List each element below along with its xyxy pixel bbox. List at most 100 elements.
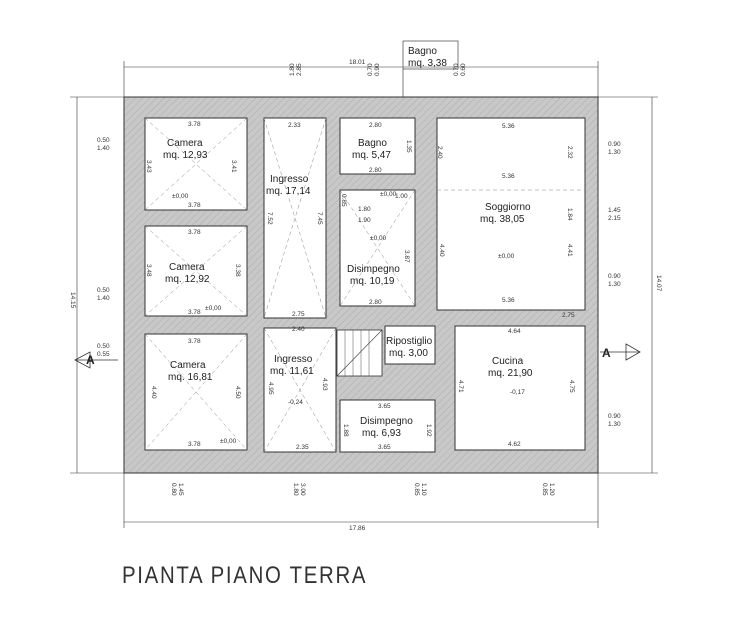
overall-width: 18.01 — [349, 59, 366, 66]
side-dim: 0.90 — [608, 141, 621, 148]
dim-label: 3.78 — [188, 229, 201, 236]
dim-label: 1.90 — [358, 217, 371, 224]
side-dim: 1.30 — [608, 421, 621, 428]
dim-label: 3.43 — [145, 160, 152, 173]
dim-label: 2.33 — [288, 122, 301, 129]
label-ingresso-1-name: Ingresso — [270, 174, 309, 185]
section-mark-left: A — [86, 353, 95, 367]
label-disimpegno-2-area: mq. 6,93 — [362, 428, 401, 439]
dim-label: 4.71 — [457, 380, 464, 393]
label-bagno-area: mq. 5,47 — [352, 150, 391, 161]
side-dim: 0.55 — [97, 351, 110, 358]
level-marker: ±0,00 — [205, 305, 222, 312]
label-cucina-area: mq. 21,90 — [488, 368, 533, 379]
label-ripostiglio-name: Ripostiglio — [386, 336, 433, 347]
dim-label: 1.92 — [425, 424, 432, 437]
dim-label: 2.35 — [296, 444, 309, 451]
dim-label: 1.80 — [358, 206, 371, 213]
label-soggiorno-area: mq. 38,05 — [480, 214, 525, 225]
top-dim: 0.70 — [453, 63, 460, 76]
section-mark-right: A — [602, 346, 611, 360]
dim-label: 3.78 — [188, 338, 201, 345]
dim-label: 4.62 — [508, 441, 521, 448]
level-marker: ±0,00 — [370, 235, 387, 242]
label-cucina-name: Cucina — [492, 356, 524, 367]
side-dim: 2.15 — [608, 215, 621, 222]
dim-label: 3.87 — [403, 250, 410, 263]
dim-label: 2.40 — [436, 146, 443, 159]
dim-label: 3.78 — [188, 121, 201, 128]
dim-label: 1.88 — [342, 424, 349, 437]
bottom-dim: 1.45 — [177, 483, 184, 496]
level-marker: ±0,00 — [380, 191, 397, 198]
level-marker: ±0,00 — [172, 193, 189, 200]
bottom-dim: 0.85 — [541, 483, 548, 496]
dim-label: 4.64 — [508, 328, 521, 335]
callout-area: mq. 3,38 — [408, 58, 447, 69]
level-markers: ±0,00 ±0,00 ±0,00 ±0,00 ±0,00 -0,24 ±0,0… — [172, 191, 525, 445]
dim-label: 1.84 — [566, 208, 573, 221]
top-dim: 2.85 — [296, 63, 303, 76]
label-camera-2-name: Camera — [169, 262, 205, 273]
inner-dimensions: 3.78 3.41 3.43 3.78 2.33 2.80 1.35 2.80 … — [145, 121, 575, 451]
side-dim: 0.90 — [608, 413, 621, 420]
dim-label: 7.45 — [316, 212, 323, 225]
side-dim: 0.50 — [97, 137, 110, 144]
dim-label: 4.93 — [321, 378, 328, 391]
room-disimpegno-2 — [339, 399, 436, 453]
dim-label: 3.78 — [188, 441, 201, 448]
level-marker: ±0,00 — [498, 253, 515, 260]
staircase — [336, 329, 383, 377]
dim-label: 4.40 — [438, 244, 445, 257]
dim-label: 4.95 — [267, 382, 274, 395]
section-marks: A A — [74, 343, 641, 369]
dim-label: 5.36 — [502, 173, 515, 180]
dim-label: 3.65 — [378, 444, 391, 451]
dim-label: 3.65 — [378, 403, 391, 410]
overall-height-left: 14.15 — [69, 292, 76, 309]
room-ripostiglio — [384, 325, 436, 365]
bottom-dim: 3.00 — [299, 483, 306, 496]
label-soggiorno-name: Soggiorno — [485, 202, 531, 213]
side-dim: 1.40 — [97, 145, 110, 152]
side-dimensions-right: 0.90 1.30 1.45 2.15 0.90 1.30 0.90 1.30 — [608, 141, 621, 428]
label-ingresso-1-area: mq. 17,14 — [266, 186, 311, 197]
top-dim: 1.80 — [289, 63, 296, 76]
bottom-dim: 1.10 — [420, 483, 427, 496]
dim-label: 2.80 — [369, 122, 382, 129]
overall-width-bottom: 17.86 — [349, 525, 366, 532]
side-dim: 0.50 — [97, 343, 110, 350]
dim-label: 1.35 — [405, 140, 412, 153]
room-labels: Camera mq. 12,93 Ingresso mq. 17,14 Bagn… — [163, 138, 533, 439]
level-marker: ±0,00 — [220, 438, 237, 445]
label-disimpegno-1-area: mq. 10,19 — [350, 276, 395, 287]
dim-label: 2.80 — [369, 167, 382, 174]
callout-name: Bagno — [408, 46, 437, 57]
label-ingresso-2-name: Ingresso — [274, 354, 313, 365]
dim-label: 5.36 — [502, 123, 515, 130]
bottom-dimensions: 0.80 1.45 1.80 3.00 0.85 1.10 0.85 1.20 — [170, 483, 555, 496]
bottom-dim: 0.85 — [413, 483, 420, 496]
room-disimpegno-1 — [339, 189, 416, 307]
label-camera-2-area: mq. 12,92 — [165, 274, 210, 285]
level-marker: -0,24 — [288, 399, 303, 406]
bottom-dim: 1.80 — [292, 483, 299, 496]
room-soggiorno — [436, 117, 586, 311]
label-camera-3-name: Camera — [170, 360, 206, 371]
dim-label: 4.75 — [568, 380, 575, 393]
side-dim: 1.40 — [97, 295, 110, 302]
side-dim: 1.30 — [608, 149, 621, 156]
label-ingresso-2-area: mq. 11,61 — [270, 366, 314, 377]
side-dim: 0.50 — [97, 287, 110, 294]
rooms — [144, 117, 586, 453]
top-dim: 0.70 — [367, 63, 374, 76]
side-dim: 1.30 — [608, 281, 621, 288]
dim-label: 4.41 — [566, 244, 573, 257]
label-disimpegno-2-name: Disimpegno — [360, 416, 413, 427]
dim-label: 1.00 — [395, 193, 408, 200]
side-dimensions-left: 0.50 1.40 0.50 1.40 0.50 0.55 — [97, 137, 110, 358]
dim-label: 4.50 — [234, 386, 241, 399]
dim-label: 2.40 — [292, 326, 305, 333]
dim-label: 3.48 — [145, 264, 152, 277]
